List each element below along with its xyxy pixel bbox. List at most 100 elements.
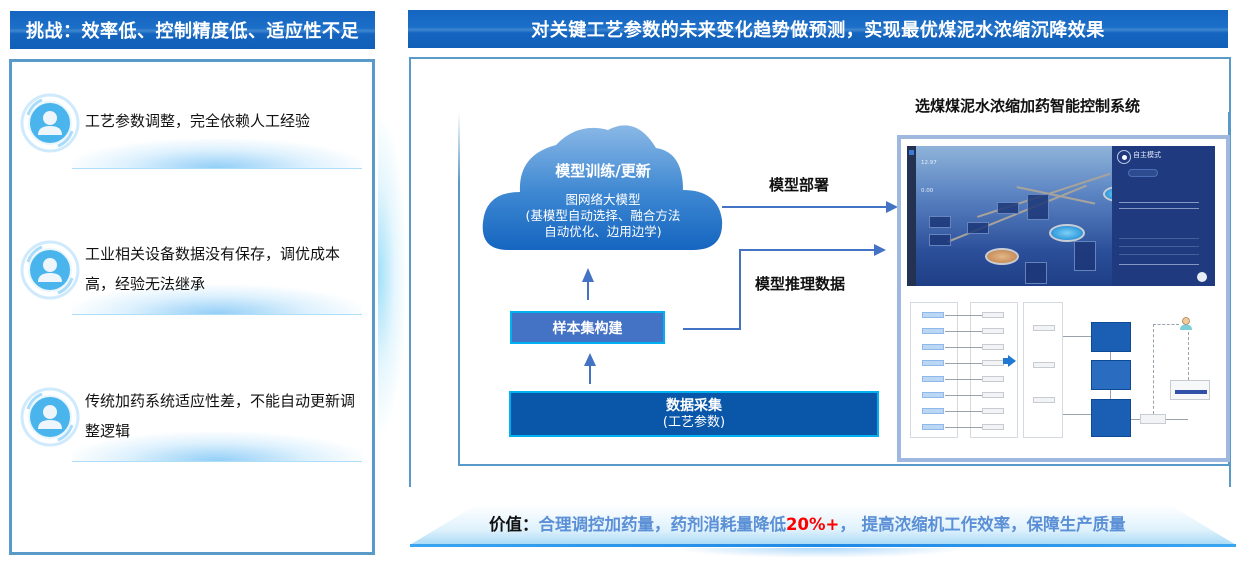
chart-series-line <box>1119 264 1199 265</box>
sample-step-box <box>1033 362 1055 368</box>
glow-decoration <box>72 285 362 315</box>
inference-box <box>1091 399 1131 437</box>
chart-gridline <box>1119 238 1199 239</box>
sample-column <box>1023 302 1063 438</box>
value-statement: 价值：合理调控加药量，药剂消耗量降低20%+， 提高浓缩机工作效率，保障生产质量 <box>489 511 1126 535</box>
info-card <box>929 216 951 228</box>
sample-step-box <box>1033 325 1055 331</box>
dashboard-screenshot: 12.97 0.00 自主模式 <box>907 146 1215 286</box>
data-box <box>982 392 1004 398</box>
info-card <box>1027 194 1049 220</box>
cloud-subtitle-line: 图网络大模型 <box>565 192 641 207</box>
challenges-title: 挑战：效率低、控制精度低、适应性不足 <box>10 11 375 49</box>
thickener-tank <box>985 248 1019 265</box>
sensor-box <box>922 344 944 350</box>
prediction-result-box <box>1140 414 1166 424</box>
model-training-box <box>1091 322 1131 352</box>
value-label: 价值： <box>489 515 539 534</box>
sensor-box <box>922 312 944 318</box>
connector <box>945 347 982 348</box>
challenge-item: 工业相关设备数据没有保存，调优成本高，经验无法继承 <box>12 237 372 317</box>
challenge-text: 传统加药系统适应性差，不能自动更新调整逻辑 <box>85 392 356 440</box>
chart-gridline <box>1119 246 1199 247</box>
data-collection-title: 数据采集 <box>666 398 722 414</box>
cloud-subtitle-line: 自动优化、边用边学) <box>544 224 662 239</box>
flow-arrow-icon <box>1003 355 1016 367</box>
data-box <box>982 344 1004 350</box>
challenge-text: 工艺参数调整，完全依赖人工经验 <box>85 112 311 130</box>
sensor-column <box>910 302 958 438</box>
cloud-subtitle: 图网络大模型 (基模型自动选择、融合方法 自动优化、边用边学) <box>478 192 728 240</box>
switch-mode-button[interactable] <box>1128 169 1158 177</box>
cloud-title: 模型训练/更新 <box>555 162 651 180</box>
connector <box>1110 390 1111 399</box>
system-title: 选煤煤泥水浓缩加药智能控制系统 <box>915 97 1141 115</box>
server-box <box>1091 360 1131 390</box>
user-avatar-icon <box>20 387 80 447</box>
dashboard-nav-icon <box>909 150 914 155</box>
model-inference-label: 模型推理数据 <box>755 275 846 293</box>
dashboard-readout: 0.00 <box>921 188 934 194</box>
process-flow-diagram <box>905 292 1223 442</box>
dashed-connector <box>1153 324 1179 325</box>
value-bar-background <box>410 505 1236 545</box>
data-box <box>982 360 1004 366</box>
connector <box>945 331 982 332</box>
challenge-item: 传统加药系统适应性差，不能自动更新调整逻辑 <box>12 384 372 464</box>
value-bar-edge <box>410 544 1236 547</box>
sensor-box <box>922 328 944 334</box>
dashboard-side-panel <box>1112 146 1215 286</box>
connector <box>1110 352 1111 360</box>
connector <box>945 411 982 412</box>
connector <box>945 315 982 316</box>
dashboard-sidebar <box>907 146 916 286</box>
connector <box>945 363 982 364</box>
info-card <box>967 222 989 234</box>
value-highlight: 20%+ <box>786 515 840 534</box>
info-card <box>1074 241 1096 271</box>
connector <box>1063 414 1091 415</box>
chart-series-line <box>1119 208 1199 209</box>
sensor-box <box>922 376 944 382</box>
mode-label: 自主模式 <box>1133 151 1161 159</box>
challenges-panel: 工艺参数调整，完全依赖人工经验 工业相关设备数据没有保存，调优成本高，经验无法继… <box>9 59 375 555</box>
data-box <box>982 312 1004 318</box>
dosing-pump-box <box>1170 380 1210 400</box>
assistant-button[interactable] <box>1197 272 1207 282</box>
data-box <box>982 376 1004 382</box>
chart-series-line <box>1119 202 1199 203</box>
operator-icon <box>1180 317 1192 330</box>
value-text-before: 合理调控加药量，药剂消耗量降低 <box>538 515 787 534</box>
data-collection-box: 数据采集 (工艺参数) <box>509 391 879 437</box>
connector <box>945 379 982 380</box>
connector <box>1063 336 1091 337</box>
data-box <box>982 408 1004 414</box>
sample-step-box <box>1033 397 1055 403</box>
data-box <box>982 328 1004 334</box>
data-box <box>982 424 1004 430</box>
chart-gridline <box>1119 254 1199 255</box>
connector <box>945 395 982 396</box>
data-collection-column <box>970 302 1018 438</box>
solution-title: 对关键工艺参数的未来变化趋势做预测，实现最优煤泥水浓缩沉降效果 <box>408 10 1228 48</box>
sensor-box <box>922 424 944 430</box>
challenge-text: 工业相关设备数据没有保存，调优成本高，经验无法继承 <box>85 245 341 293</box>
connector <box>1131 419 1140 420</box>
value-bar-glow <box>670 548 970 558</box>
user-avatar-icon <box>20 93 80 153</box>
model-deploy-label: 模型部署 <box>769 176 830 194</box>
glow-decoration <box>72 432 362 462</box>
glow-decoration <box>72 139 362 169</box>
sensor-box <box>922 392 944 398</box>
cloud-shape <box>482 125 723 250</box>
cloud-subtitle-line: (基模型自动选择、融合方法 <box>525 208 681 223</box>
mode-emblem-icon <box>1117 150 1131 164</box>
dashboard-readout: 12.97 <box>921 160 937 166</box>
value-bar <box>410 505 1236 558</box>
user-avatar-icon <box>20 240 80 300</box>
sample-set-box: 样本集构建 <box>510 311 665 344</box>
sensor-box <box>922 360 944 366</box>
dashed-connector <box>1153 324 1154 414</box>
info-card <box>997 202 1019 214</box>
info-card <box>929 234 951 246</box>
